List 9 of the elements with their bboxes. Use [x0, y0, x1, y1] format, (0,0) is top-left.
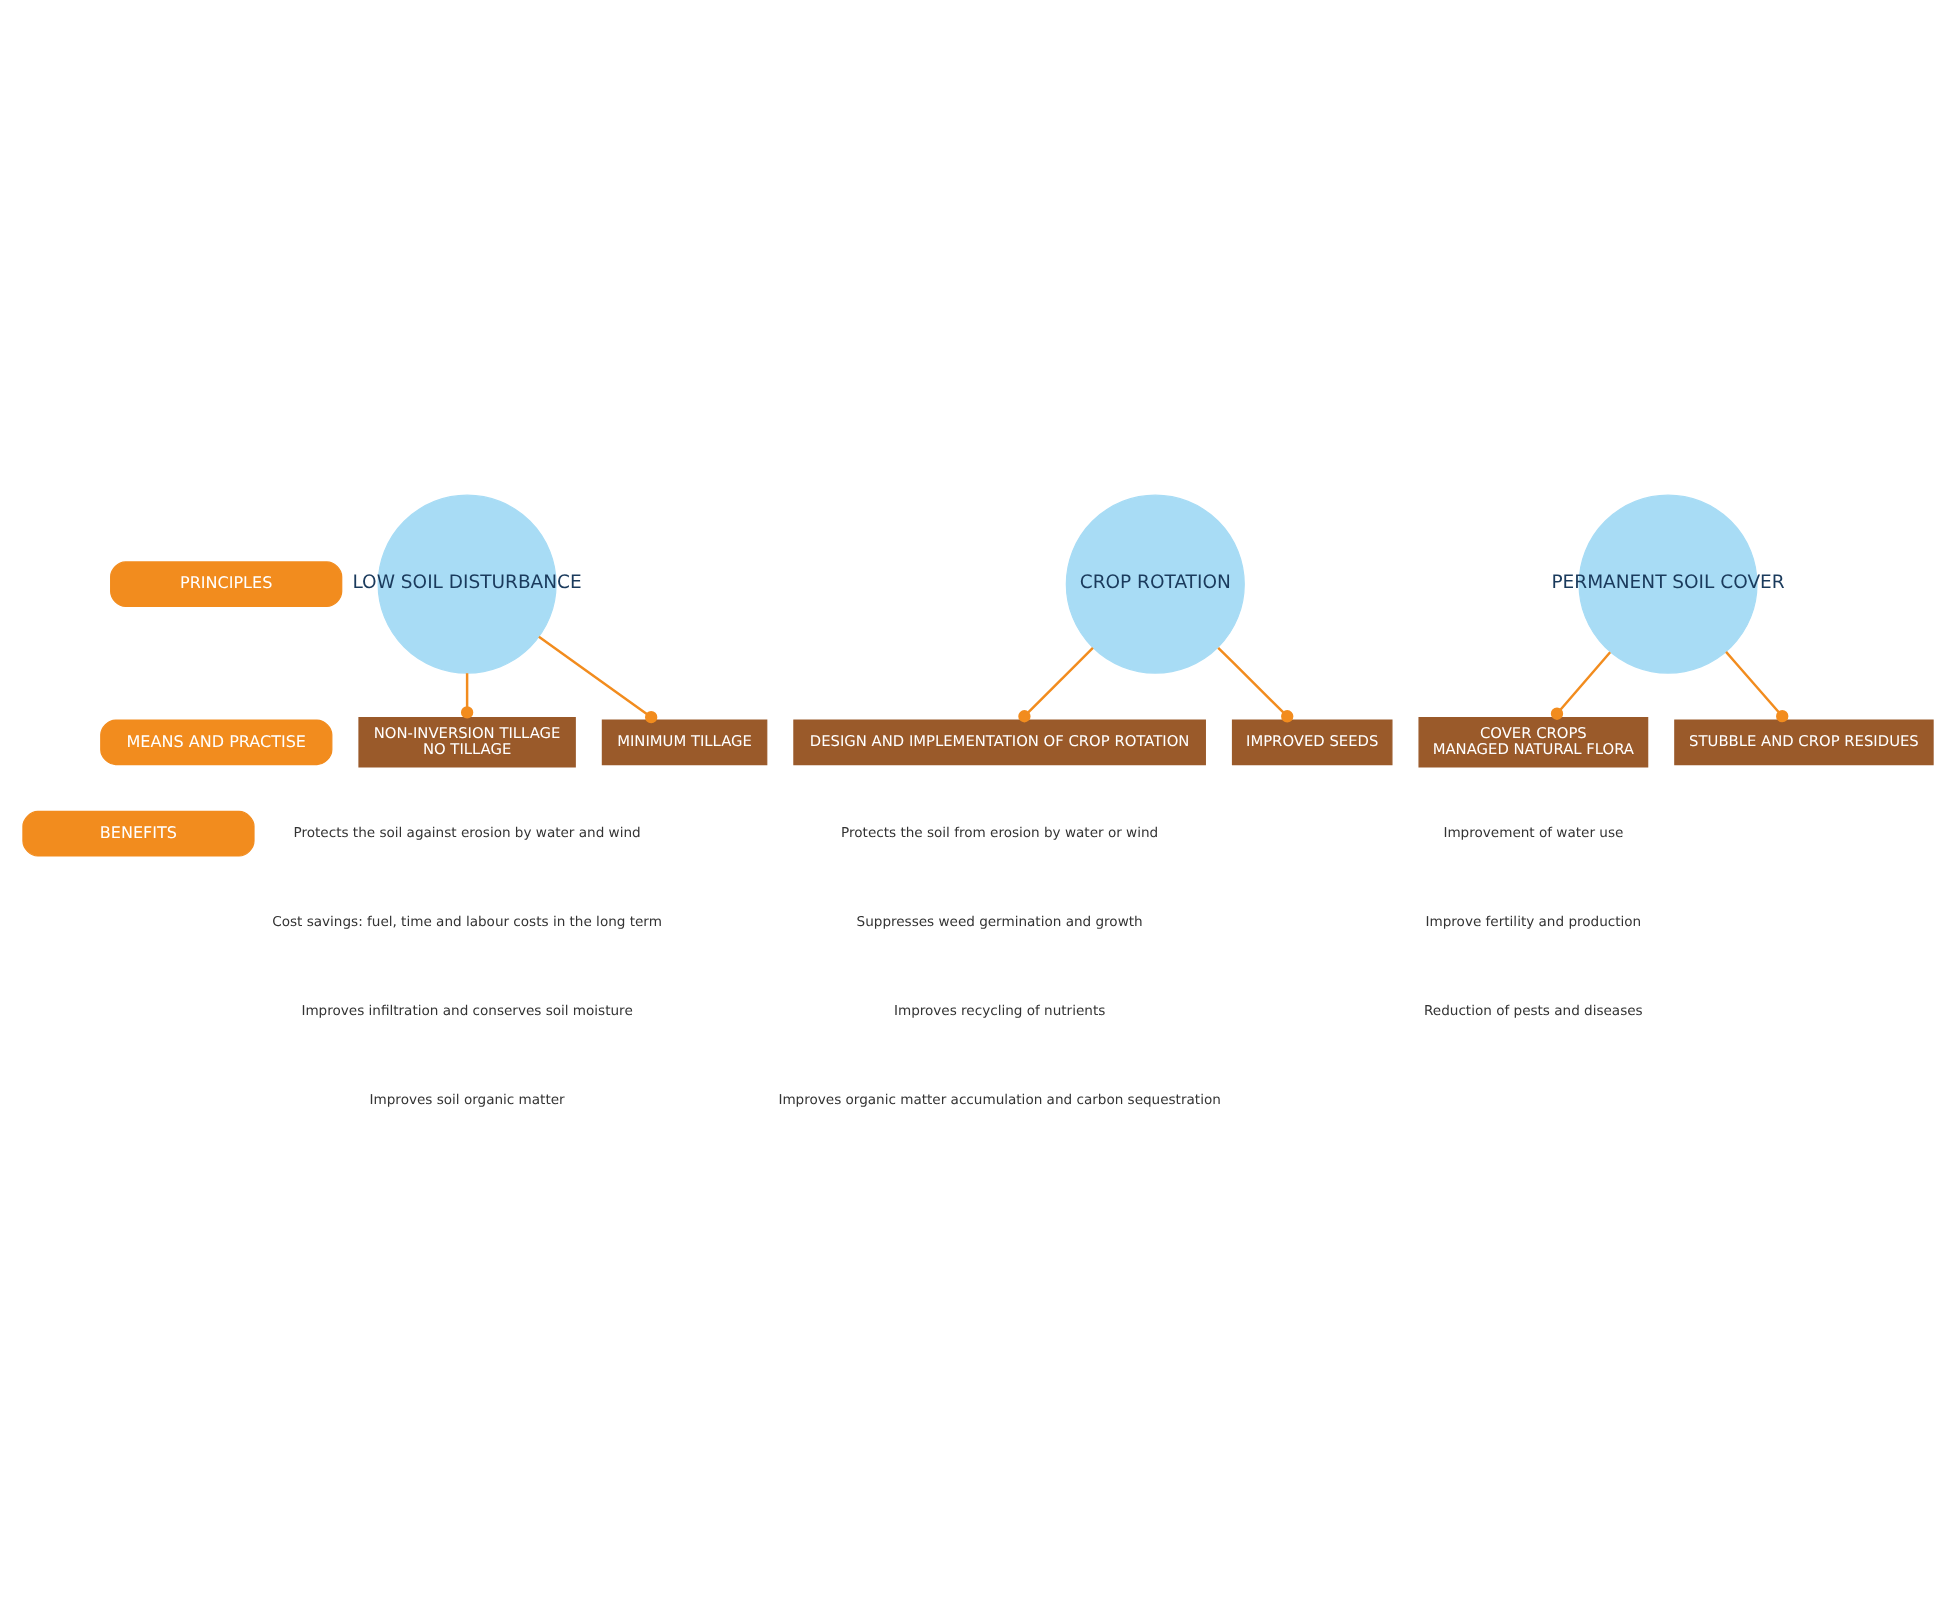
- node-label: LOW SOIL DISTURBANCE: [351, 572, 581, 595]
- node-label: PERMANENT SOIL COVER: [1550, 572, 1784, 595]
- connector: [1216, 646, 1293, 723]
- connector: [459, 673, 473, 719]
- connector: [1724, 651, 1788, 723]
- connector: [1017, 646, 1093, 723]
- node-circle: CROP ROTATION: [1064, 494, 1244, 674]
- connector: [1549, 651, 1611, 720]
- connector: [537, 635, 657, 724]
